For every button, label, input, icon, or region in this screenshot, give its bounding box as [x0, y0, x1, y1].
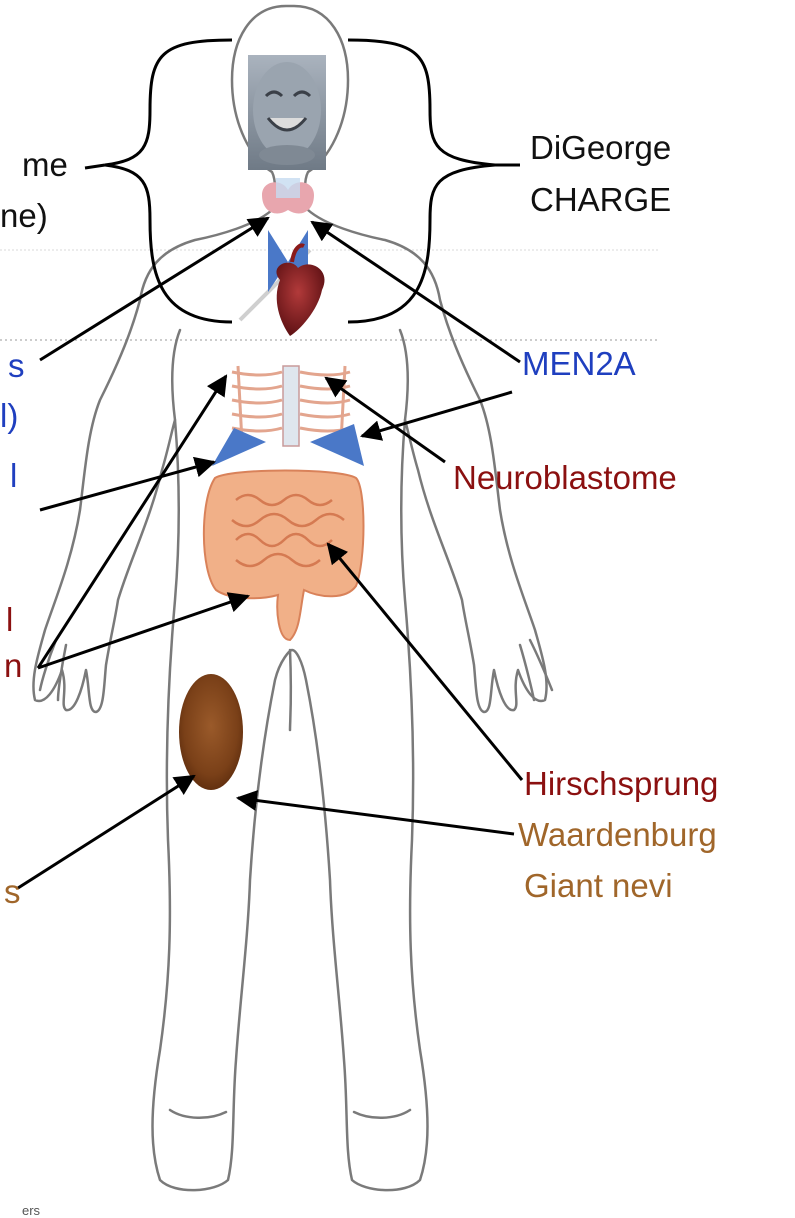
left-blue-label-2: l): [0, 396, 18, 436]
hirschsprung-label: Hirschsprung: [524, 764, 718, 804]
left-red-label-2: n: [4, 646, 22, 686]
giant-nevus-icon: [179, 674, 243, 790]
brace-right: [348, 40, 495, 322]
left-top-label-1: me: [22, 145, 68, 185]
footer-text: ers: [22, 1203, 40, 1218]
charge-label: CHARGE: [530, 180, 671, 220]
blue-triangle-icon: [212, 428, 266, 466]
brace-connector: [85, 165, 105, 168]
arrow-waardenburg: [238, 798, 514, 834]
neuroblastome-label: Neuroblastome: [453, 458, 677, 498]
left-blue-label-1: s: [8, 346, 25, 386]
left-brown-label-1: s: [4, 872, 21, 912]
thyroid-icon: [262, 178, 314, 214]
arrow-men2a-thyroid: [312, 222, 520, 362]
intestine-icon: [204, 471, 364, 641]
smiling-face-icon: [248, 55, 326, 170]
arrow-hirschsprung: [328, 544, 522, 780]
left-top-label-2: ne): [0, 196, 48, 236]
arrow-left-thyroid: [40, 218, 268, 360]
digeorge-label: DiGeorge: [530, 128, 671, 168]
arrow-left-gut: [38, 596, 248, 668]
left-blue-label-3: l: [10, 456, 17, 496]
arrow-left-adrenal: [40, 462, 214, 510]
giant-nevi-label: Giant nevi: [524, 866, 673, 906]
waardenburg-label: Waardenburg: [518, 815, 717, 855]
left-red-label-1: l: [6, 600, 13, 640]
arrow-left-chain: [38, 376, 226, 668]
men2a-label: MEN2A: [522, 344, 636, 384]
